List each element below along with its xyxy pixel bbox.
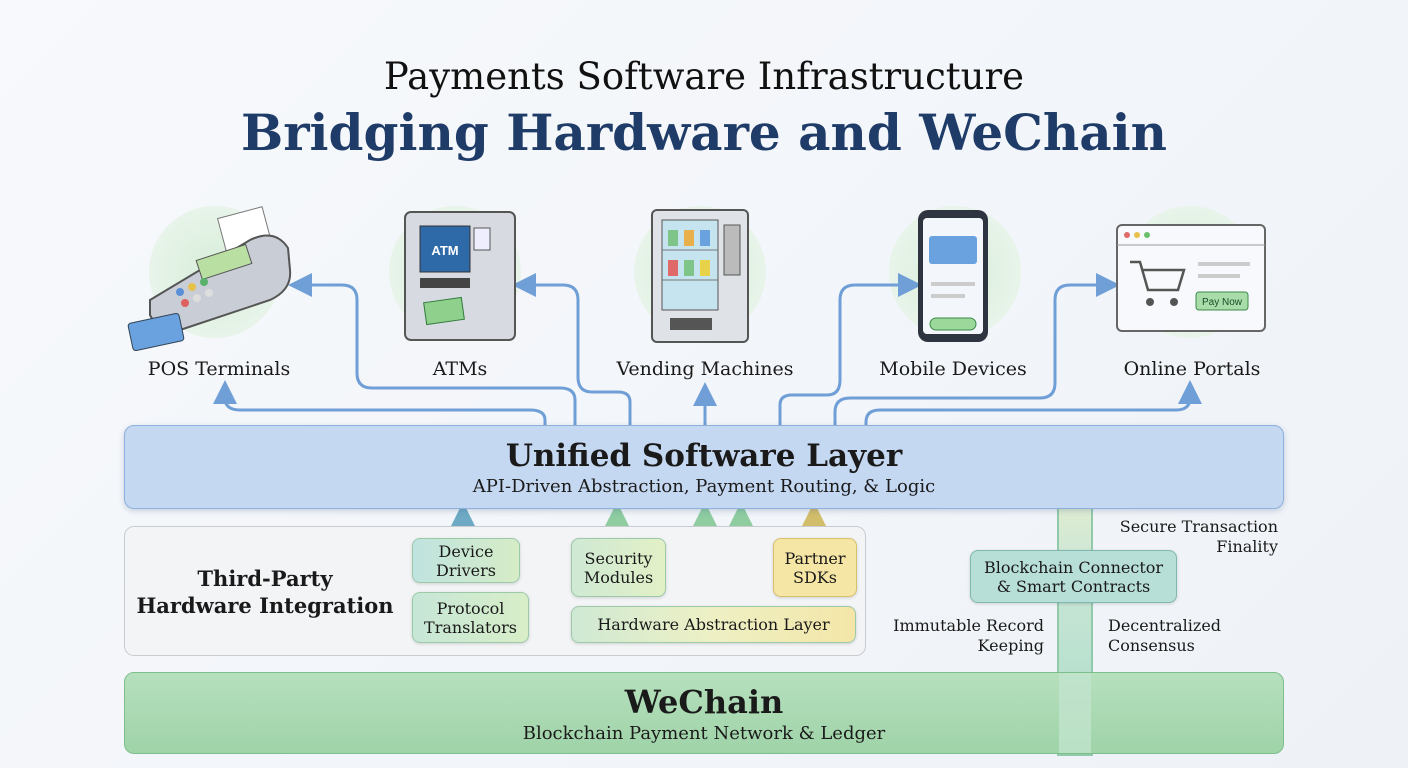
blockchain-connector-line2: & Smart Contracts	[996, 576, 1151, 596]
atm-screen-text: ATM	[431, 243, 458, 258]
title-line1: Payments Software Infrastructure	[383, 55, 1025, 98]
arrow-to-online-label	[864, 380, 1202, 425]
partner-sdks-line1: Partner	[784, 548, 846, 568]
note-immutable-line2: Keeping	[977, 636, 1044, 655]
label-online-portals: Online Portals	[1123, 358, 1261, 380]
note-consensus-line2: Consensus	[1108, 636, 1195, 655]
wechain-layer: WeChain Blockchain Payment Network & Led…	[124, 672, 1284, 754]
arrow-to-mobile	[778, 273, 922, 425]
security-modules-line1: Security	[584, 548, 653, 568]
protocol-translators-line2: Translators	[424, 617, 517, 637]
third-party-title-line1: Third-Party	[197, 566, 333, 591]
device-drivers-line2: Drivers	[436, 560, 496, 580]
label-vending-machines: Vending Machines	[616, 358, 794, 380]
blockchain-connector-line1: Blockchain Connector	[983, 557, 1164, 577]
note-finality-line2: Finality	[1216, 537, 1278, 556]
arrow-to-atm	[512, 273, 632, 425]
arrow-to-pos-label	[213, 380, 547, 425]
blockchain-connector-box: Blockchain Connector& Smart Contracts	[970, 550, 1177, 603]
label-pos-terminals: POS Terminals	[147, 358, 291, 380]
wechain-title: WeChain	[624, 683, 784, 721]
device-drivers-line1: Device	[438, 541, 494, 561]
pay-now-text: Pay Now	[1202, 297, 1243, 308]
browser-cart-icon: Pay Now	[1116, 224, 1266, 332]
unified-software-layer: Unified Software Layer API-Driven Abstra…	[124, 425, 1284, 509]
vending-machine-icon	[651, 209, 749, 343]
note-finality-line1: Secure Transaction	[1119, 517, 1278, 536]
wechain-subtitle: Blockchain Payment Network & Ledger	[522, 723, 886, 744]
arrow-to-online-icon	[833, 273, 1120, 425]
mobile-phone-icon	[918, 210, 988, 342]
label-atms: ATMs	[432, 358, 488, 380]
unified-layer-title: Unified Software Layer	[505, 438, 903, 474]
title-line2: Bridging Hardware and WeChain	[240, 103, 1168, 162]
partner-sdks-line2: SDKs	[793, 567, 837, 587]
unified-layer-subtitle: API-Driven Abstraction, Payment Routing,…	[472, 476, 936, 497]
protocol-translators-line1: Protocol	[436, 598, 505, 618]
security-modules-line2: Modules	[583, 567, 654, 587]
label-mobile-devices: Mobile Devices	[879, 358, 1027, 380]
third-party-title-line2: Hardware Integration	[136, 593, 394, 618]
note-immutable-line1: Immutable Record	[893, 616, 1044, 635]
note-consensus-line1: Decentralized	[1108, 616, 1222, 635]
atm-icon: ATM	[404, 211, 516, 341]
hardware-abstraction-layer-box: Hardware Abstraction Layer	[571, 606, 856, 643]
pos-terminal-icon	[127, 206, 292, 352]
arrow-to-pos-icon	[288, 273, 577, 425]
